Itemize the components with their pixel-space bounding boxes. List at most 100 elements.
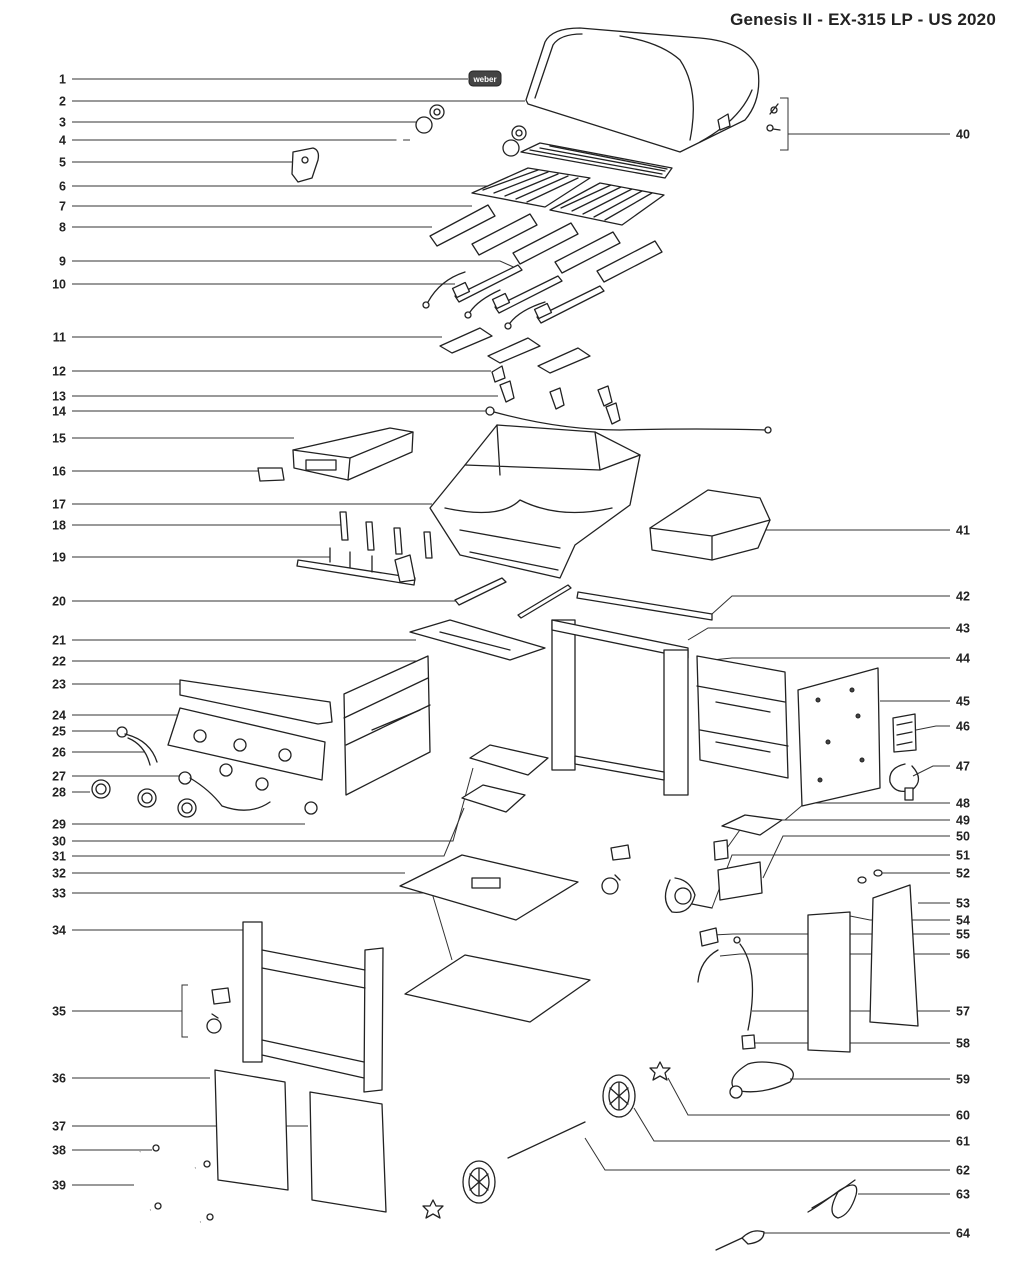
callout-label-4: 4 [59,134,66,148]
callout-label-37: 37 [52,1120,66,1134]
callout-label-41: 41 [956,524,970,538]
callout-label-60: 60 [956,1109,970,1123]
part-flavorizer-bars [429,204,663,283]
callout-label-54: 54 [956,914,970,928]
callout-label-52: 52 [956,867,970,881]
callout-label-9: 9 [59,255,66,269]
callout-label-46: 46 [956,720,970,734]
callout-label-13: 13 [52,390,66,404]
part-wheels [462,1074,636,1204]
part-grease-tray [409,619,546,661]
part-warming-rack [520,142,673,179]
part-grill-tool [807,1179,858,1219]
callout-label-55: 55 [956,928,970,942]
callout-leader-lines [72,78,950,1234]
callout-label-12: 12 [52,365,66,379]
part-wheel-star-nut [422,1061,671,1219]
part-lid-screws [766,103,781,132]
part-regulator [729,1061,794,1099]
callout-label-59: 59 [956,1073,970,1087]
callout-label-24: 24 [52,709,66,723]
part-heat-shields [807,884,919,1053]
part-right-side-panel [696,655,789,779]
part-storage-accessories [713,814,783,901]
callout-label-14: 14 [52,405,66,419]
part-lid-bumpers [429,104,527,141]
callout-label-49: 49 [956,814,970,828]
callout-label-2: 2 [59,95,66,109]
callout-label-44: 44 [956,652,970,666]
part-side-table-right [649,489,771,561]
callout-label-40: 40 [956,128,970,142]
part-heat-deflectors [439,327,591,374]
part-cleaning-tool [715,1230,765,1251]
part-manifold [296,547,416,586]
callout-label-30: 30 [52,835,66,849]
part-burner-tubes [422,264,605,330]
callout-label-36: 36 [52,1072,66,1086]
part-lid [525,27,760,153]
part-igniter-wire [485,406,772,434]
callout-label-32: 32 [52,867,66,881]
callout-label-17: 17 [52,498,66,512]
part-regulator-hose [889,763,920,801]
callout-label-21: 21 [52,634,66,648]
part-side-table-left [292,427,414,481]
callout-label-16: 16 [52,465,66,479]
diagram-title: Genesis II - EX-315 LP - US 2020 [730,10,996,29]
callout-label-28: 28 [52,786,66,800]
callout-label-47: 47 [956,760,970,774]
part-burner-valves [339,511,433,559]
callout-label-58: 58 [956,1037,970,1051]
callout-label-5: 5 [59,156,66,170]
part-rear-frame [551,619,689,796]
callout-label-1: 1 [59,73,66,87]
part-bottom-shelf [399,854,579,921]
badge-text: weber [472,75,496,84]
parts-illustrations: weber [91,27,920,1251]
callout-label-8: 8 [59,221,66,235]
callout-label-22: 22 [52,655,66,669]
callout-label-26: 26 [52,746,66,760]
part-igniter-module [664,877,713,914]
part-igniter-button [116,726,158,766]
callout-label-19: 19 [52,551,66,565]
callout-label-38: 38 [52,1144,66,1158]
callout-label-11: 11 [53,331,66,345]
part-left-frame [242,921,384,1093]
callout-label-15: 15 [52,432,66,446]
part-axle [507,1121,586,1159]
callout-label-56: 56 [956,948,970,962]
part-control-panel [167,679,333,781]
callout-label-34: 34 [52,924,66,938]
callout-label-63: 63 [956,1188,970,1202]
callout-label-25: 25 [52,725,66,739]
callout-label-53: 53 [956,897,970,911]
part-lid-handle [396,116,520,169]
callout-label-45: 45 [956,695,970,709]
callout-label-10: 10 [52,278,66,292]
callout-label-27: 27 [52,770,66,784]
part-cooking-grates [471,167,665,226]
part-bottom-panel [404,954,591,1023]
part-cookbox [429,424,641,579]
part-rear-brace [454,577,572,619]
callout-label-42: 42 [956,590,970,604]
callout-label-3: 3 [59,116,66,130]
callout-label-61: 61 [956,1135,970,1149]
part-fuel-line [697,927,756,1050]
part-thermometer-bezel [291,147,320,183]
part-logo-badge: weber [468,70,502,87]
part-tank-bracket [892,713,917,753]
part-drip-pans [461,744,549,813]
part-burner-brackets [491,365,621,425]
part-control-knobs [91,763,318,818]
part-door-handles [135,1144,214,1224]
callout-label-57: 57 [956,1005,970,1019]
callout-label-64: 64 [956,1227,970,1241]
callout-label-50: 50 [956,830,970,844]
callout-label-6: 6 [59,180,66,194]
callout-label-31: 31 [52,850,66,864]
callout-label-33: 33 [52,887,66,901]
